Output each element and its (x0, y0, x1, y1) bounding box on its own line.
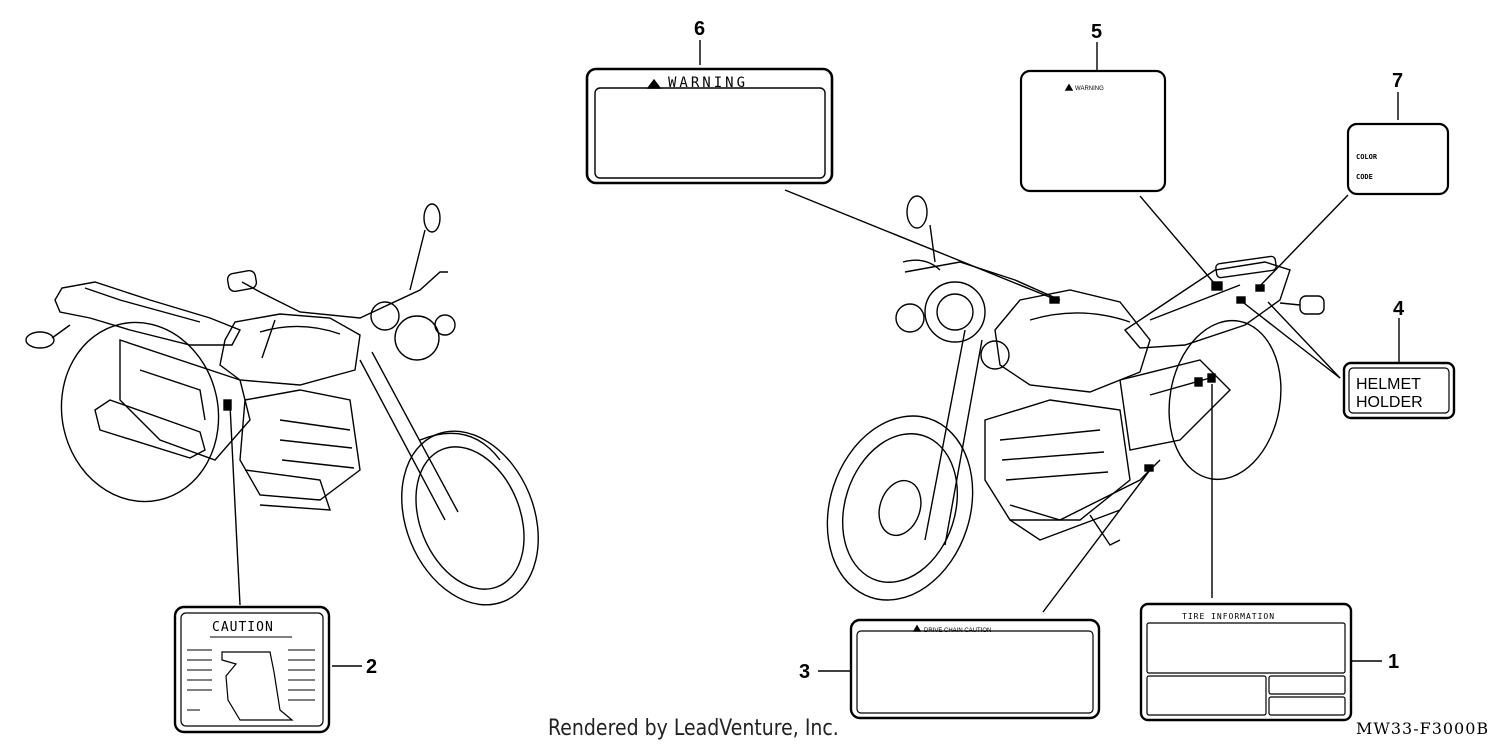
leader-lines (229, 40, 1400, 672)
drive-chain-caution-text: DRIVE CHAIN CAUTION (924, 628, 991, 634)
motorcycle-left-illustration (25, 203, 539, 606)
warning-large-text: WARNING (668, 75, 748, 91)
callout-number-2: 2 (366, 656, 377, 678)
callout-number-4: 4 (1393, 298, 1405, 320)
diagram-code: MW33-F3000B (1356, 719, 1490, 738)
callout-number-5: 5 (1091, 21, 1102, 43)
label-6-warning (585, 67, 834, 185)
tire-information-text: TIRE INFORMATION (1182, 612, 1275, 621)
label-4-helmet-holder (1342, 361, 1456, 420)
callout-number-7: 7 (1392, 70, 1403, 92)
label-3-drive-chain-caution (849, 618, 1101, 720)
label-5-warning (1019, 69, 1167, 193)
motorcycle-right-illustration (826, 195, 1325, 601)
callout-number-3: 3 (799, 661, 810, 683)
color-text: COLOR (1356, 153, 1378, 161)
callout-number-6: 6 (694, 18, 705, 40)
callout-number-1: 1 (1388, 651, 1399, 673)
label-7-color-code (1346, 122, 1450, 196)
rendered-by-text: Rendered by LeadVenture, Inc. (548, 716, 839, 741)
helmet-text: HELMET (1356, 376, 1421, 393)
holder-text: HOLDER (1356, 394, 1423, 411)
label-1-tire-information (1139, 602, 1353, 722)
label-2-caution (173, 605, 331, 734)
code-text: CODE (1356, 173, 1373, 181)
warning-small-text: WARNING (1075, 86, 1104, 92)
caution-text: CAUTION (212, 620, 274, 635)
